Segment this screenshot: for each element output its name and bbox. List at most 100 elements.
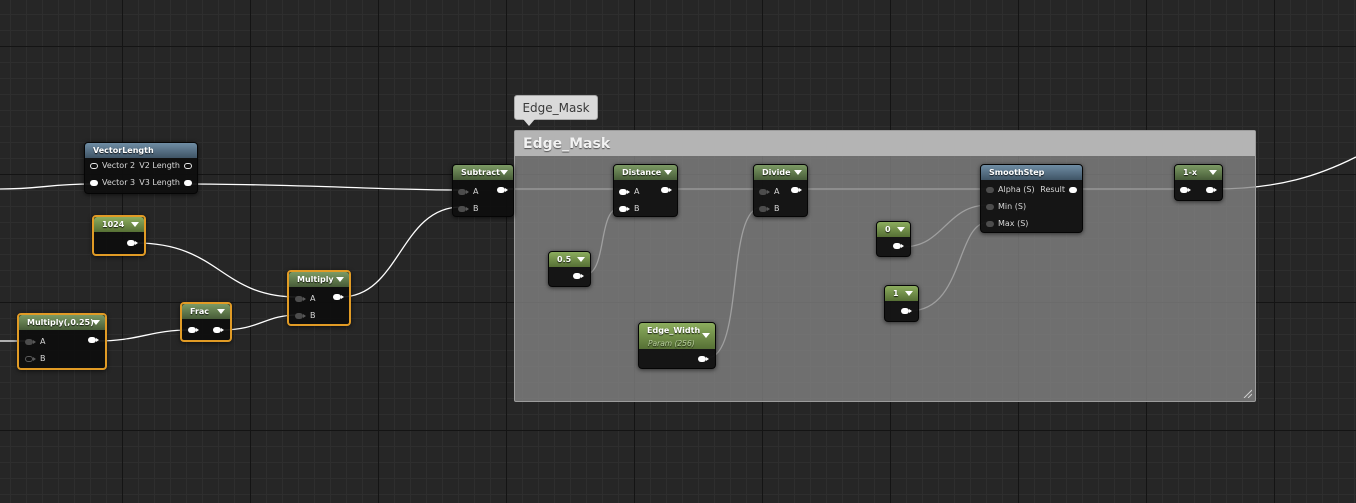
pin-connector-icon[interactable] (213, 327, 221, 333)
pin-connector-icon[interactable] (619, 205, 627, 212)
pin-connector-icon[interactable] (295, 312, 303, 319)
wire-1024-to-multiply-a[interactable] (135, 242, 299, 298)
pin-result-output[interactable]: Result (1036, 185, 1077, 194)
pin-output[interactable] (573, 273, 584, 279)
pin-b-input[interactable]: B (295, 311, 320, 320)
pin-vector3-input[interactable]: Vector 3 (90, 178, 139, 187)
pin-connector-icon[interactable] (661, 187, 669, 193)
comment-header[interactable]: Edge_Mask (515, 131, 1255, 156)
collapse-arrow-icon[interactable] (664, 170, 672, 175)
pin-connector-icon[interactable] (573, 273, 581, 279)
pin-connector-icon[interactable] (759, 188, 767, 195)
pin-arrow-icon (909, 309, 912, 313)
node-divide[interactable]: Divide A B (753, 164, 808, 217)
collapse-arrow-icon[interactable] (794, 170, 802, 175)
wire-multiply025-to-frac[interactable] (95, 329, 191, 342)
pin-connector-icon[interactable] (88, 337, 96, 343)
wire-vectorlength-to-subtract-a[interactable] (185, 183, 462, 191)
pin-output[interactable] (791, 187, 802, 193)
pin-connector-icon[interactable] (25, 355, 33, 362)
pin-output[interactable] (661, 187, 672, 193)
node-multiply-025[interactable]: Multiply(,0.25) A B (17, 313, 107, 370)
node-constant-1[interactable]: 1 (884, 285, 919, 322)
pin-connector-icon[interactable] (759, 205, 767, 212)
node-smoothstep[interactable]: SmoothStep Alpha (S) Min (S) Max (S) Res… (980, 164, 1083, 233)
resize-grip-icon[interactable] (1242, 388, 1252, 398)
node-constant-0[interactable]: 0 (876, 221, 911, 257)
pin-output[interactable] (127, 240, 138, 246)
node-title: 1024 (94, 217, 144, 232)
pin-b-input[interactable]: B (25, 354, 50, 363)
pin-connector-icon[interactable] (184, 179, 192, 186)
pin-connector-icon[interactable] (497, 187, 505, 193)
pin-connector-icon[interactable] (1069, 186, 1077, 193)
pin-connector-icon[interactable] (1206, 187, 1214, 193)
pin-output[interactable] (901, 308, 912, 314)
pin-connector-icon[interactable] (1180, 187, 1188, 193)
pin-connector-icon[interactable] (893, 243, 901, 249)
comment-bubble[interactable]: Edge_Mask (514, 95, 598, 126)
pin-output[interactable] (88, 337, 99, 343)
collapse-arrow-icon[interactable] (131, 222, 139, 227)
collapse-arrow-icon[interactable] (217, 309, 225, 314)
node-vector-length[interactable]: VectorLength Vector 2 Vector 3 V2 Length… (84, 142, 198, 194)
collapse-arrow-icon[interactable] (897, 227, 905, 232)
node-subtract[interactable]: Subtract A B (452, 164, 514, 217)
node-constant-0-5[interactable]: 0.5 (548, 251, 591, 287)
pin-output[interactable] (497, 187, 508, 193)
pin-b-input[interactable]: B (619, 204, 644, 213)
pin-connector-icon[interactable] (458, 188, 466, 195)
collapse-arrow-icon[interactable] (1209, 170, 1217, 175)
wire-offscreen-to-vectorlength[interactable] (0, 183, 93, 190)
wire-multiply-to-subtract-b[interactable] (340, 206, 462, 298)
pin-output[interactable] (333, 294, 344, 300)
collapse-arrow-icon[interactable] (92, 320, 100, 325)
pin-vector2-input[interactable]: Vector 2 (90, 161, 139, 170)
pin-connector-icon[interactable] (458, 205, 466, 212)
pin-max-input[interactable]: Max (S) (986, 219, 1032, 228)
pin-a-input[interactable]: A (619, 187, 643, 196)
pin-connector-icon[interactable] (188, 327, 196, 333)
pin-connector-icon[interactable] (25, 338, 33, 345)
pin-connector-icon[interactable] (901, 308, 909, 314)
pin-input[interactable] (1180, 187, 1191, 193)
collapse-arrow-icon[interactable] (702, 333, 710, 338)
pin-input[interactable] (188, 327, 199, 333)
pin-connector-icon[interactable] (90, 162, 98, 169)
node-distance[interactable]: Distance A B (613, 164, 678, 217)
node-one-minus-x[interactable]: 1-x (1174, 164, 1223, 201)
pin-connector-icon[interactable] (333, 294, 341, 300)
collapse-arrow-icon[interactable] (577, 257, 585, 262)
pin-connector-icon[interactable] (295, 295, 303, 302)
pin-alpha-input[interactable]: Alpha (S) (986, 185, 1039, 194)
pin-output[interactable] (698, 356, 709, 362)
collapse-arrow-icon[interactable] (336, 277, 344, 282)
pin-connector-icon[interactable] (791, 187, 799, 193)
pin-connector-icon[interactable] (986, 220, 994, 227)
pin-connector-icon[interactable] (698, 356, 706, 362)
pin-a-input[interactable]: A (25, 337, 49, 346)
pin-a-input[interactable]: A (759, 187, 783, 196)
collapse-arrow-icon[interactable] (500, 170, 508, 175)
pin-output[interactable] (1206, 187, 1217, 193)
pin-connector-icon[interactable] (90, 179, 98, 186)
node-frac[interactable]: Frac (180, 302, 232, 342)
node-constant-1024[interactable]: 1024 (92, 215, 146, 256)
pin-connector-icon[interactable] (986, 186, 994, 193)
pin-connector-icon[interactable] (986, 203, 994, 210)
node-multiply[interactable]: Multiply A B (287, 270, 351, 326)
pin-output[interactable] (213, 327, 224, 333)
pin-b-input[interactable]: B (458, 204, 483, 213)
pin-v2length-output[interactable]: V2 Length (135, 161, 192, 170)
pin-connector-icon[interactable] (619, 188, 627, 195)
pin-b-input[interactable]: B (759, 204, 784, 213)
pin-v3length-output[interactable]: V3 Length (135, 178, 192, 187)
pin-min-input[interactable]: Min (S) (986, 202, 1030, 211)
pin-a-input[interactable]: A (458, 187, 482, 196)
pin-a-input[interactable]: A (295, 294, 319, 303)
pin-output[interactable] (893, 243, 904, 249)
pin-connector-icon[interactable] (127, 240, 135, 246)
collapse-arrow-icon[interactable] (905, 291, 913, 296)
pin-connector-icon[interactable] (184, 162, 192, 169)
